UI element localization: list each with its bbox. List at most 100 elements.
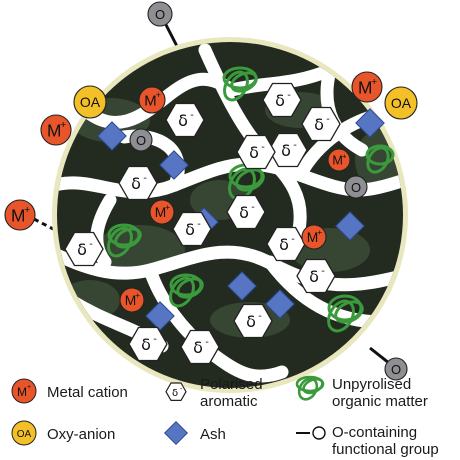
svg-text:δ: δ	[249, 143, 259, 162]
organic-matter-blob	[107, 223, 142, 258]
ash-icon	[163, 420, 189, 446]
svg-text:-: -	[190, 110, 194, 121]
metal-cation: M+	[138, 86, 166, 114]
svg-text:+: +	[371, 76, 377, 88]
svg-text:δ: δ	[77, 240, 87, 259]
organic-matter-blob	[222, 66, 258, 102]
polarised-aromatic: δ-	[262, 82, 302, 118]
metal-cation: M+	[40, 114, 72, 146]
svg-text:δ: δ	[279, 235, 289, 254]
ash-particle	[145, 301, 175, 331]
polarised-aromatic: δ-	[64, 231, 104, 267]
oxygen-group: O	[384, 357, 408, 381]
organic-matter-group	[107, 66, 395, 333]
polarised-aromatic-icon	[165, 382, 187, 401]
svg-text:O: O	[136, 133, 146, 148]
svg-text:δ: δ	[275, 91, 285, 110]
svg-text:δ: δ	[185, 220, 195, 239]
organic-matter-icon	[295, 375, 325, 401]
polarised-aromatic: δ-	[172, 211, 212, 247]
svg-text:-: -	[143, 173, 147, 184]
metal-cation: M+	[149, 199, 175, 225]
svg-text:-: -	[321, 266, 325, 277]
polarised-aromatic: δ-	[226, 194, 266, 230]
metal-cation: M+	[327, 148, 351, 172]
organic-matter-blob	[327, 294, 364, 333]
svg-text:δ: δ	[246, 312, 256, 331]
ash-particle	[97, 121, 127, 151]
legend-oxy-anion: OA Oxy-anion	[11, 420, 115, 446]
svg-text:M: M	[358, 77, 372, 97]
ash-group	[97, 108, 385, 331]
svg-text:M: M	[307, 230, 319, 245]
legend-polarised-aromatic: δ - Polarised aromatic	[165, 376, 263, 410]
polarised-aromatic: δ-	[233, 303, 273, 339]
svg-text:δ: δ	[281, 141, 291, 160]
svg-text:M: M	[332, 154, 343, 168]
organic-matter-blob	[365, 144, 395, 174]
svg-text:δ: δ	[141, 335, 151, 354]
polarised-aromatic: δ-	[165, 102, 205, 138]
oxygen-group: O	[129, 128, 153, 152]
svg-text:+: +	[165, 202, 170, 212]
polarised-aromatic-icon-charge: -	[180, 385, 183, 393]
oxy-anion-icon-symbol: OA	[17, 429, 32, 440]
svg-text:+: +	[60, 119, 66, 131]
svg-text:-: -	[261, 142, 265, 153]
svg-text:-: -	[258, 311, 262, 322]
svg-text:OA: OA	[391, 95, 412, 111]
oxy-anion: OA	[384, 86, 418, 120]
ash-particle	[227, 271, 257, 301]
svg-text:-: -	[326, 114, 330, 125]
svg-text:O: O	[351, 180, 361, 195]
metal-cation: M+	[119, 287, 145, 313]
svg-text:M: M	[11, 205, 25, 225]
legend-label-o-containing-line1: O-containing	[332, 424, 417, 441]
svg-text:-: -	[197, 219, 201, 230]
svg-text:δ: δ	[131, 174, 141, 193]
svg-text:OA: OA	[80, 94, 101, 110]
svg-text:O: O	[391, 362, 401, 377]
organic-matter-blob	[169, 273, 204, 308]
svg-text:δ: δ	[314, 115, 324, 134]
svg-text:+: +	[317, 227, 322, 237]
svg-text:δ: δ	[193, 338, 203, 357]
metal-cation: M+	[351, 71, 383, 103]
metal-cation-icon-charge: +	[27, 384, 31, 391]
svg-text:+: +	[24, 204, 30, 216]
oxygen-group: O	[344, 175, 368, 199]
polarised-aromatic: δ-	[266, 226, 306, 262]
polarised-aromatic: δ-	[296, 258, 336, 294]
polarised-aromatic-icon-symbol: δ	[172, 388, 178, 399]
svg-text:M: M	[47, 120, 61, 140]
svg-text:+: +	[135, 290, 140, 300]
svg-text:+: +	[156, 90, 161, 100]
svg-text:-: -	[287, 90, 291, 101]
legend-organic-matter: Unpyrolised organic matter	[295, 375, 428, 410]
polarised-aromatic: δ-	[236, 134, 276, 170]
svg-text:-: -	[251, 202, 255, 213]
metal-cation-icon	[11, 378, 37, 404]
legend-ash: Ash	[163, 420, 226, 446]
legend-label-polarised-line2: aromatic	[200, 393, 258, 410]
polarised-aromatic: δ-	[301, 106, 341, 142]
legend-o-containing-group: O-containing functional group	[296, 424, 439, 458]
ash-particle	[355, 108, 385, 138]
svg-text:O: O	[155, 7, 165, 22]
oxy-anion: OA	[73, 85, 107, 119]
legend-label-polarised-line1: Polarised	[200, 376, 263, 393]
oxygen-group: O	[147, 1, 173, 27]
legend-label-organic-line1: Unpyrolised	[332, 376, 411, 393]
svg-text:-: -	[153, 334, 157, 345]
svg-text:δ: δ	[178, 111, 188, 130]
svg-text:-: -	[293, 140, 297, 151]
legend: M + Metal cation OA Oxy-anion δ - Polari…	[11, 375, 439, 458]
legend-label-o-containing-line2: functional group	[332, 441, 439, 458]
svg-text:-: -	[205, 337, 209, 348]
svg-text:δ: δ	[239, 203, 249, 222]
svg-text:-: -	[89, 239, 93, 250]
legend-metal-cation: M + Metal cation	[11, 378, 128, 404]
legend-label-ash: Ash	[200, 426, 226, 443]
